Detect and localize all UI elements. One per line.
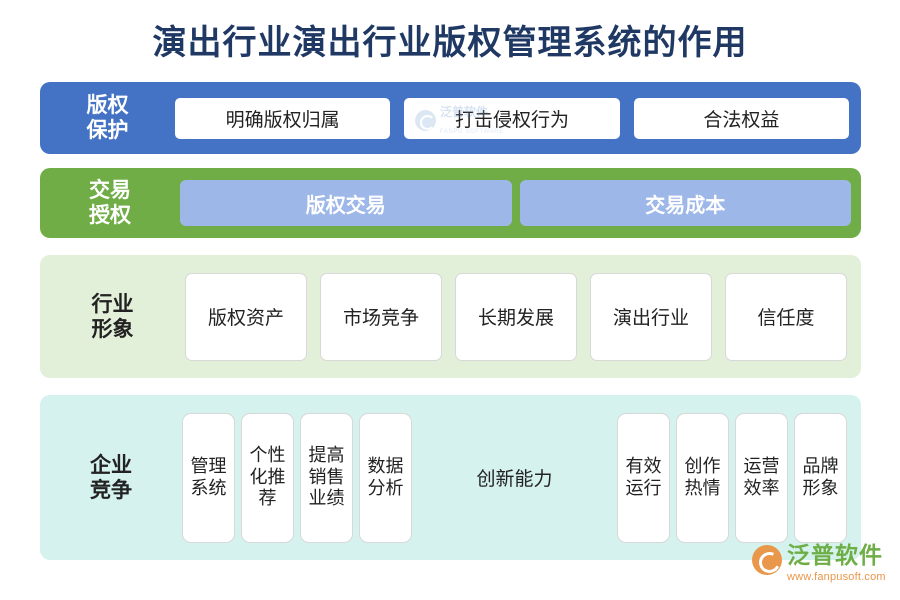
brand-url: www.fanpusoft.com xyxy=(787,570,886,583)
row-items-copyright-protection: 明确版权归属 打击侵权行为 合法权益 xyxy=(175,82,861,154)
card-item[interactable]: 市场竞争 xyxy=(320,272,442,361)
row-items-trading-authorization: 版权交易 交易成本 xyxy=(180,168,861,238)
row-enterprise-competition: 企业 竞争 管理 系统 个性 化推 荐 提高 销售 业绩 数据 分析 创新能力 … xyxy=(40,395,861,560)
row-trading-authorization: 交易 授权 版权交易 交易成本 xyxy=(40,168,861,238)
card-item[interactable]: 品牌 形象 xyxy=(794,412,847,543)
card-item[interactable]: 打击侵权行为 xyxy=(404,97,620,139)
row-label-trading-authorization: 交易 授权 xyxy=(89,178,131,227)
card-item[interactable]: 信任度 xyxy=(725,272,847,361)
card-item[interactable]: 管理 系统 xyxy=(182,412,235,543)
card-item[interactable]: 合法权益 xyxy=(633,97,849,139)
brand-name-cn: 泛普软件 xyxy=(787,542,883,568)
group-right: 有效 运行 创作 热情 运营 效率 品牌 形象 xyxy=(617,395,847,560)
card-item[interactable]: 版权交易 xyxy=(180,180,512,226)
row-items-enterprise-competition: 管理 系统 个性 化推 荐 提高 销售 业绩 数据 分析 创新能力 有效 运行 … xyxy=(182,395,861,560)
card-item[interactable]: 个性 化推 荐 xyxy=(241,412,294,543)
row-label-enterprise-competition: 企业 竞争 xyxy=(90,452,132,502)
brand-logo: 泛普软件 www.fanpusoft.com xyxy=(752,543,886,585)
row-label-industry-image: 行业 形象 xyxy=(91,291,134,341)
card-item[interactable]: 提高 销售 业绩 xyxy=(300,412,353,543)
card-item[interactable]: 交易成本 xyxy=(519,180,851,226)
label-innovation-capability: 创新能力 xyxy=(476,469,553,490)
row-items-industry-image: 版权资产 市场竞争 长期发展 演出行业 信任度 xyxy=(185,255,861,378)
group-left: 管理 系统 个性 化推 荐 提高 销售 业绩 数据 分析 xyxy=(182,395,412,560)
card-item[interactable]: 长期发展 xyxy=(455,272,577,361)
row-industry-image: 行业 形象 版权资产 市场竞争 长期发展 演出行业 信任度 xyxy=(40,255,861,378)
card-item[interactable]: 创作 热情 xyxy=(676,412,729,543)
card-item[interactable]: 明确版权归属 xyxy=(175,97,391,139)
brand-text: 泛普软件 www.fanpusoft.com xyxy=(787,543,886,585)
page-title: 演出行业演出行业版权管理系统的作用 xyxy=(152,25,748,62)
fanpu-logo-icon xyxy=(752,545,782,575)
card-item[interactable]: 运营 效率 xyxy=(735,412,788,543)
card-item[interactable]: 演出行业 xyxy=(590,272,712,361)
row-copyright-protection: 版权 保护 明确版权归属 打击侵权行为 合法权益 xyxy=(40,82,861,154)
row-label-copyright-protection: 版权 保护 xyxy=(86,93,129,142)
card-item[interactable]: 有效 运行 xyxy=(617,412,670,543)
card-item[interactable]: 版权资产 xyxy=(185,272,307,361)
card-item[interactable]: 数据 分析 xyxy=(359,412,412,543)
